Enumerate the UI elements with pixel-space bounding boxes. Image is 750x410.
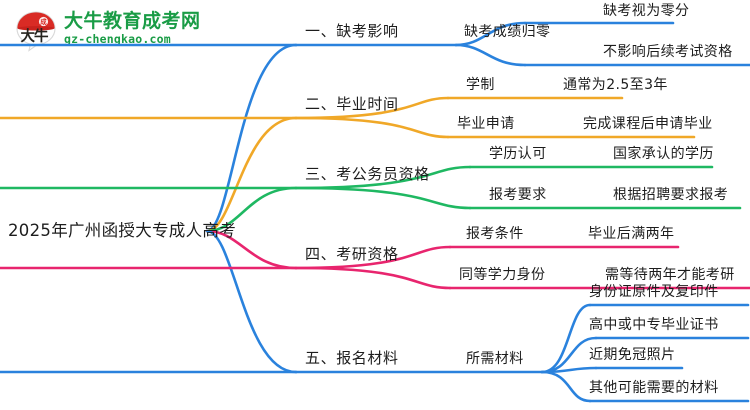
branch-node-1[interactable]: 一、缺考影响	[305, 22, 399, 40]
site-logo: 成 大牛 大牛教育成考网 gz-chengkao.com	[14, 8, 254, 56]
logo-brand-url: gz-chengkao.com	[64, 32, 171, 46]
svg-text:大牛: 大牛	[21, 27, 49, 45]
branch-node-4[interactable]: 四、考研资格	[305, 245, 399, 263]
branch-2-child-2[interactable]: 毕业申请	[457, 116, 515, 132]
branch-1-child-1[interactable]: 缺考成绩归零	[464, 24, 551, 40]
branch-4-leaf-2[interactable]: 需等待两年才能考研	[605, 267, 735, 283]
branch-5-leaf-3[interactable]: 近期免冠照片	[589, 347, 676, 363]
b3-fork-b	[294, 186, 472, 210]
daniu-bull-logo-icon: 成 大牛	[16, 11, 56, 52]
b5-fork-a	[540, 303, 592, 374]
logo-brand-name: 大牛教育成考网	[64, 10, 201, 32]
b1-fork-b	[454, 43, 527, 67]
branch-2-leaf-2[interactable]: 完成课程后申请毕业	[583, 116, 713, 132]
b5-fork-c	[540, 366, 598, 374]
branch-3-child-1[interactable]: 学历认可	[489, 146, 547, 162]
branch-4-child-2[interactable]: 同等学力身份	[459, 267, 546, 283]
branch-3-child-2[interactable]: 报考要求	[489, 187, 547, 203]
branch-5-leaf-2[interactable]: 高中或中专毕业证书	[589, 317, 719, 333]
branch-1-leaf-1[interactable]: 缺考视为零分	[603, 3, 690, 19]
b5-fork-b	[540, 336, 598, 374]
b2-fork-b	[294, 116, 450, 139]
branch-node-5[interactable]: 五、报名材料	[305, 349, 399, 367]
branch-2-leaf-1[interactable]: 通常为2.5至3年	[563, 77, 668, 93]
branch-5-leaf-4[interactable]: 其他可能需要的材料	[589, 380, 719, 396]
branch-3-leaf-1[interactable]: 国家承认的学历	[613, 146, 714, 162]
branch-node-3[interactable]: 三、考公务员资格	[305, 165, 430, 183]
trunk-5	[205, 229, 298, 374]
svg-text:成: 成	[40, 17, 47, 26]
mindmap-root-node[interactable]: 2025年广州函授大专成人高考	[8, 221, 236, 240]
branch-5-leaf-1[interactable]: 身份证原件及复印件	[589, 284, 719, 300]
trunk-2	[205, 116, 298, 233]
b5-fork-d	[540, 370, 592, 403]
branch-4-leaf-1[interactable]: 毕业后满两年	[588, 226, 675, 242]
branch-2-child-1[interactable]: 学制	[466, 77, 495, 93]
b4-fork-b	[294, 266, 452, 290]
branch-node-2[interactable]: 二、毕业时间	[305, 95, 399, 113]
branch-3-leaf-2[interactable]: 根据招聘要求报考	[613, 187, 729, 203]
branch-4-child-1[interactable]: 报考条件	[466, 226, 524, 242]
branch-5-child-1[interactable]: 所需材料	[466, 351, 524, 367]
trunk-1	[205, 43, 298, 233]
branch-1-leaf-2[interactable]: 不影响后续考试资格	[603, 44, 733, 60]
